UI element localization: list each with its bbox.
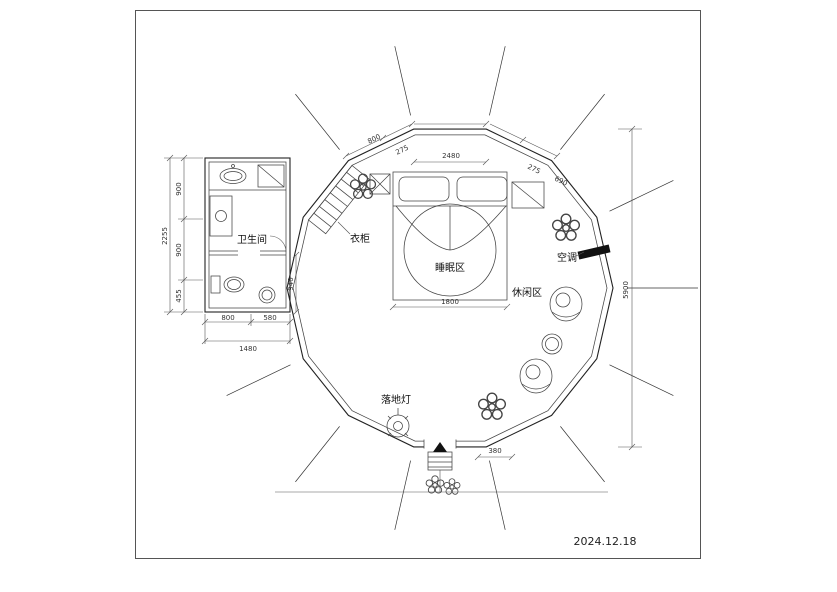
sleep-area-label: 睡眠区 bbox=[435, 261, 465, 274]
bathroom-fixtures bbox=[209, 164, 286, 304]
entrance-steps bbox=[427, 451, 453, 492]
dim-left-seg-c: 455 bbox=[175, 289, 183, 302]
toilet-tank bbox=[210, 275, 221, 294]
tent-wall bbox=[286, 128, 614, 449]
bathroom-label: 卫生间 bbox=[237, 233, 267, 246]
leisure-chair-1 bbox=[549, 286, 583, 322]
dresser-right bbox=[511, 181, 545, 209]
dim-entrance-width: 380 bbox=[488, 447, 501, 455]
dim-top-a: 800 bbox=[366, 133, 382, 146]
nightstand-left bbox=[369, 173, 391, 195]
bottom-dimension-chain bbox=[201, 314, 294, 345]
dim-top-b: 275 bbox=[394, 144, 410, 157]
floor-lamp-symbol bbox=[386, 408, 410, 438]
dim-left-seg-a: 900 bbox=[175, 182, 183, 195]
wardrobe-hatch bbox=[307, 164, 370, 235]
bed bbox=[392, 171, 508, 301]
shower-tray bbox=[209, 195, 233, 237]
left-dimension-chain bbox=[164, 154, 203, 316]
pillow-left bbox=[398, 176, 450, 202]
plant-top-left bbox=[349, 173, 377, 199]
plant-right bbox=[551, 213, 581, 241]
dim-bed-width: 1800 bbox=[441, 298, 459, 306]
toilet-bowl bbox=[223, 276, 245, 293]
cabinet bbox=[257, 164, 285, 188]
washbasin bbox=[219, 168, 247, 184]
sleep-label-bg bbox=[429, 260, 471, 273]
leisure-table bbox=[541, 333, 563, 355]
plant-bottom bbox=[477, 392, 507, 420]
dim-bath-bottom-total: 1480 bbox=[239, 345, 257, 353]
floor-lamp-label: 落地灯 bbox=[381, 393, 411, 406]
entrance-width-dimension bbox=[474, 453, 516, 461]
bed-quilt-circle bbox=[403, 203, 497, 297]
ac-label: 空调 bbox=[557, 251, 577, 264]
bathroom-block bbox=[204, 157, 291, 313]
dim-top-d: 275 bbox=[526, 163, 542, 176]
leisure-area-label: 休闲区 bbox=[512, 286, 542, 299]
dim-top-e: 690 bbox=[553, 175, 569, 188]
dim-top-c: 2480 bbox=[442, 152, 460, 160]
ac-unit bbox=[575, 244, 611, 260]
dim-height-total: 5900 bbox=[622, 281, 630, 299]
drawing-date: 2024.12.18 bbox=[574, 535, 637, 548]
dim-left-seg-b: 900 bbox=[175, 243, 183, 256]
round-sink bbox=[258, 286, 276, 304]
dim-bath-bottom-b: 580 bbox=[263, 314, 276, 322]
roof-rib-rays bbox=[226, 46, 698, 530]
bed-width-dimension bbox=[389, 303, 511, 311]
dim-bath-right: 940 bbox=[287, 277, 295, 290]
dim-bath-bottom-a: 800 bbox=[221, 314, 234, 322]
sheet-border bbox=[135, 10, 701, 559]
bath-right-dimension bbox=[292, 251, 300, 316]
leisure-chair-2 bbox=[519, 358, 553, 394]
right-dimension-line bbox=[618, 125, 642, 451]
dim-left-total: 2255 bbox=[161, 227, 169, 245]
wardrobe-label: 衣柜 bbox=[350, 232, 370, 245]
pillow-right bbox=[456, 176, 508, 202]
top-dimension-chain bbox=[342, 120, 561, 166]
plant-entrance-left bbox=[425, 475, 445, 494]
entrance-door-mark bbox=[433, 442, 447, 452]
